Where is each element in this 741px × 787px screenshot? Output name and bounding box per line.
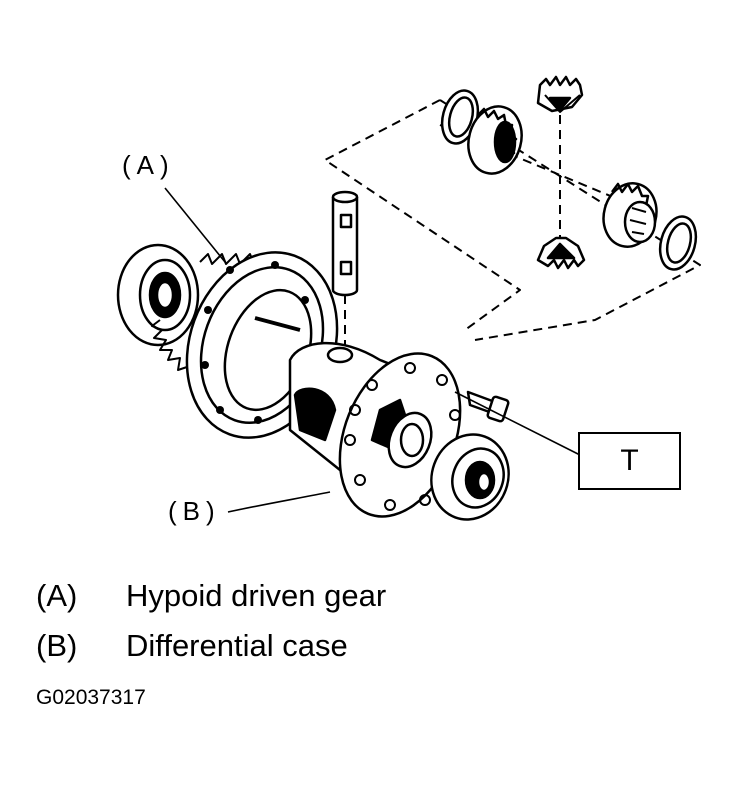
callout-a-label: (A) <box>122 150 175 180</box>
right-side-gear <box>602 182 658 248</box>
callout-b-label: (B) <box>168 496 221 526</box>
left-bearing <box>116 243 200 347</box>
right-bearing <box>430 433 510 521</box>
upper-pinion-gear <box>536 75 584 113</box>
left-side-gear <box>467 105 523 175</box>
legend-item-a: (A) Hypoid driven gear <box>36 578 386 614</box>
legend-text: Differential case <box>126 628 348 663</box>
right-washer <box>658 215 698 271</box>
leader-lines <box>164 187 581 513</box>
callout-t-label: T <box>620 444 639 477</box>
differential-case <box>288 341 462 518</box>
legend-item-b: (B) Differential case <box>36 628 348 664</box>
figure-code: G02037317 <box>36 686 146 709</box>
pinion-shaft <box>331 190 359 297</box>
differential-exploded-diagram <box>116 75 701 521</box>
callout-t-box: T <box>578 432 681 490</box>
bolt <box>466 390 510 423</box>
legend-text: Hypoid driven gear <box>126 578 387 613</box>
lower-pinion-gear <box>536 236 586 270</box>
legend-key: (B) <box>36 628 78 663</box>
legend-key: (A) <box>36 578 78 613</box>
